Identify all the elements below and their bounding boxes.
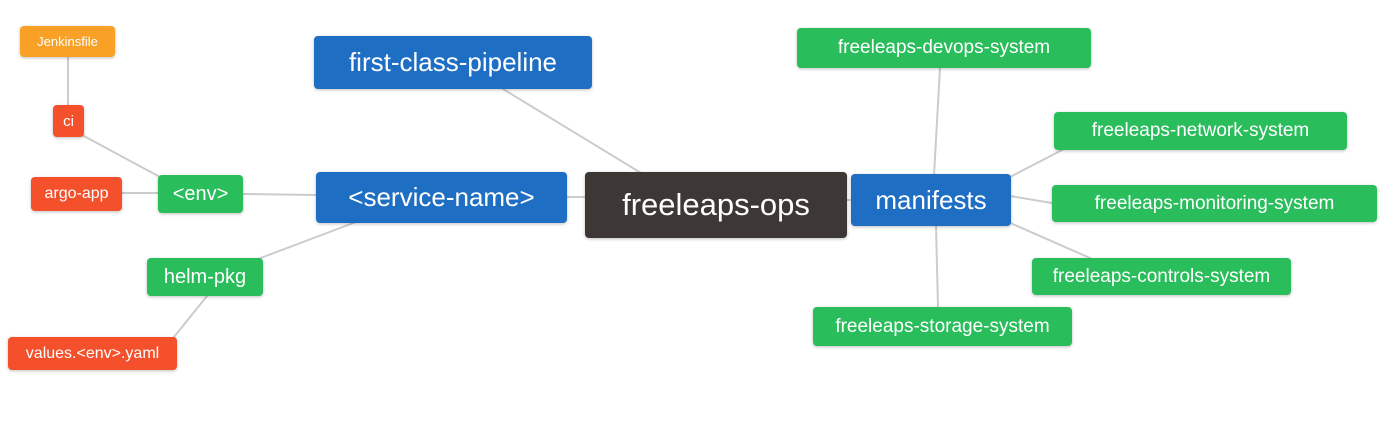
edge-service-name-to-helm-pkg	[257, 221, 357, 260]
node-freeleaps-controls-system[interactable]: freeleaps-controls-system	[1032, 258, 1291, 295]
node-freeleaps-network-system[interactable]: freeleaps-network-system	[1054, 112, 1347, 150]
edge-env-to-service-name	[242, 193, 317, 196]
node-env[interactable]: <env>	[158, 175, 243, 213]
node-freeleaps-ops[interactable]: freeleaps-ops	[585, 172, 847, 238]
edge-manifests-to-freeleaps-storage-system	[935, 225, 939, 308]
edge-manifests-to-freeleaps-devops-system	[933, 67, 941, 176]
edge-values-env-yaml-to-helm-pkg	[173, 295, 208, 338]
edge-manifests-to-freeleaps-network-system	[1009, 149, 1063, 178]
node-manifests[interactable]: manifests	[851, 174, 1011, 226]
node-service-name[interactable]: <service-name>	[316, 172, 567, 223]
node-freeleaps-storage-system[interactable]: freeleaps-storage-system	[813, 307, 1072, 346]
node-first-class-pipeline[interactable]: first-class-pipeline	[314, 36, 592, 89]
node-argo-app[interactable]: argo-app	[31, 177, 122, 211]
edge-first-class-pipeline-to-freeleaps-ops	[502, 88, 642, 174]
edge-manifests-to-freeleaps-controls-system	[1007, 221, 1091, 259]
node-helm-pkg[interactable]: helm-pkg	[147, 258, 263, 296]
node-freeleaps-devops-system[interactable]: freeleaps-devops-system	[797, 28, 1091, 68]
edge-ci-to-env	[81, 134, 161, 178]
edge-manifests-to-freeleaps-monitoring-system	[1009, 195, 1053, 204]
node-ci[interactable]: ci	[53, 105, 84, 137]
node-jenkinsfile[interactable]: Jenkinsfile	[20, 26, 115, 57]
node-freeleaps-monitoring-system[interactable]: freeleaps-monitoring-system	[1052, 185, 1377, 222]
node-values-env-yaml[interactable]: values.<env>.yaml	[8, 337, 177, 370]
